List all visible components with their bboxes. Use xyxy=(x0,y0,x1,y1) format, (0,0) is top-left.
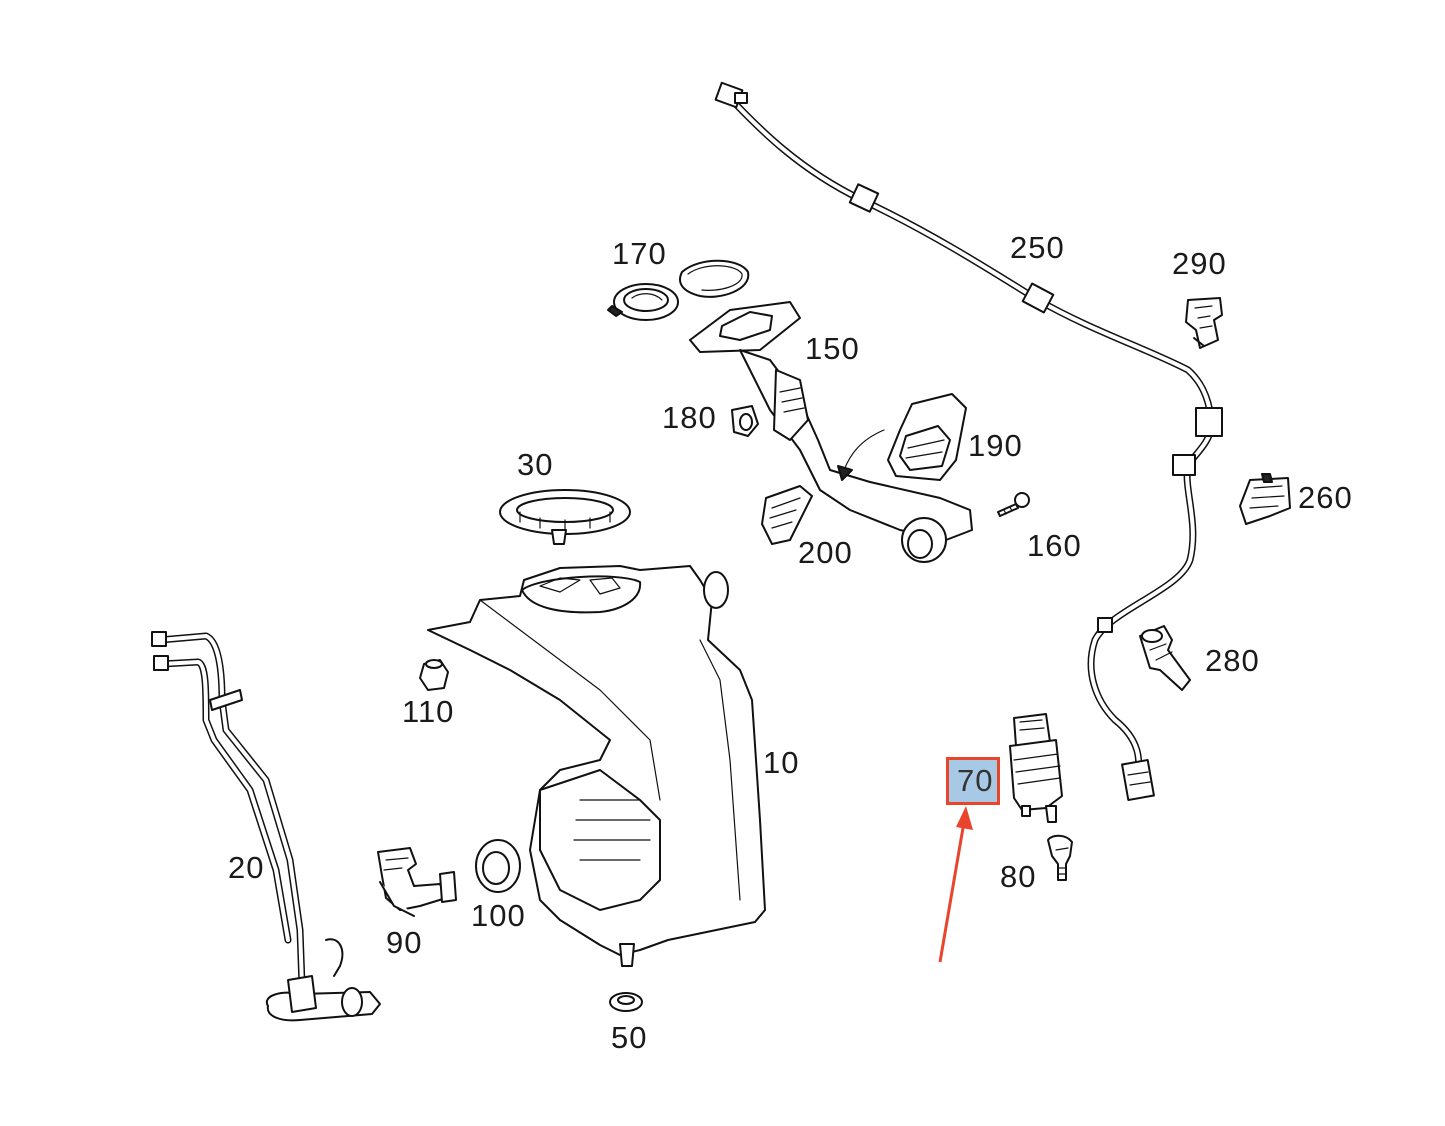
part-290-clip xyxy=(1185,297,1223,349)
highlight-arrow xyxy=(938,806,973,963)
part-100-grommet xyxy=(475,839,521,893)
part-260-bracket xyxy=(1239,473,1291,525)
callout-70-highlighted[interactable]: 70 xyxy=(945,757,1001,805)
callout-150[interactable]: 150 xyxy=(805,331,860,366)
part-20-hose-assembly xyxy=(151,631,381,1022)
part-80-valve xyxy=(1047,834,1073,881)
callout-260[interactable]: 260 xyxy=(1298,480,1353,515)
callout-280[interactable]: 280 xyxy=(1205,643,1260,678)
callout-110[interactable]: 110 xyxy=(402,694,455,729)
callout-190[interactable]: 190 xyxy=(968,428,1023,463)
part-70-pump xyxy=(1009,713,1063,823)
callout-160[interactable]: 160 xyxy=(1027,528,1082,563)
part-170-cap xyxy=(607,259,750,321)
callout-50[interactable]: 50 xyxy=(611,1020,648,1055)
part-180-clip xyxy=(731,405,759,437)
callout-250[interactable]: 250 xyxy=(1010,230,1065,265)
part-10-reservoir xyxy=(427,565,766,967)
callout-290[interactable]: 290 xyxy=(1172,246,1227,281)
callout-20[interactable]: 20 xyxy=(228,850,265,885)
callout-100[interactable]: 100 xyxy=(471,898,526,933)
callout-90[interactable]: 90 xyxy=(386,925,423,960)
part-50-grommet xyxy=(609,992,643,1012)
part-160-screw xyxy=(997,492,1030,517)
part-190-seal xyxy=(837,393,967,481)
callout-30[interactable]: 30 xyxy=(517,447,554,482)
part-90-sensor xyxy=(377,847,457,917)
callout-200[interactable]: 200 xyxy=(798,535,853,570)
callout-10[interactable]: 10 xyxy=(763,745,800,780)
part-150-filler-neck xyxy=(689,301,973,563)
callout-80[interactable]: 80 xyxy=(1000,859,1037,894)
part-250-hose xyxy=(714,81,1223,801)
part-110-clip xyxy=(419,659,449,691)
part-280-connector xyxy=(1139,625,1191,691)
callout-180[interactable]: 180 xyxy=(662,400,717,435)
callout-170[interactable]: 170 xyxy=(612,236,667,271)
part-200-seal xyxy=(761,485,813,545)
part-30-filter xyxy=(499,489,631,545)
